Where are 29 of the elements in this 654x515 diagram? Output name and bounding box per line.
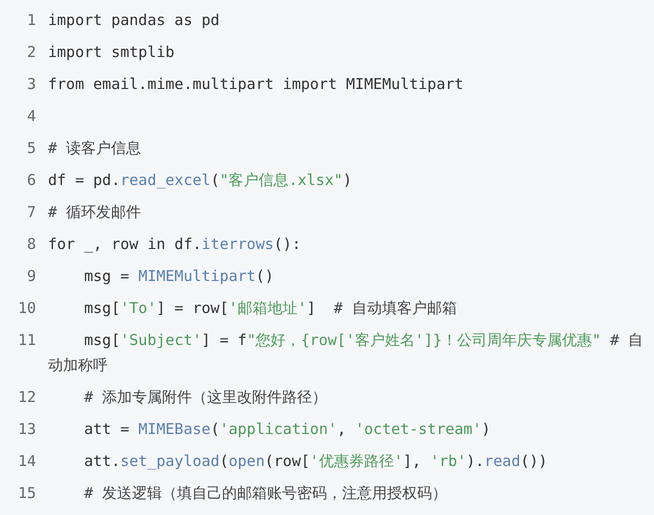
line-number: 8: [26, 234, 36, 254]
code-line: # 发送逻辑（填自己的邮箱账号密码，注意用授权码）: [83, 482, 448, 504]
line-number: 11: [16, 330, 36, 350]
line-number: 7: [26, 202, 36, 222]
code-line: att.set_payload(open(row['优惠券路径'], 'rb').read()): [83, 450, 548, 472]
line-number: 4: [26, 106, 36, 126]
code-line: msg['To'] = row['邮箱地址'] # 自动填客户邮箱: [83, 298, 458, 318]
line-number: 2: [26, 42, 36, 62]
line-number: 13: [16, 418, 36, 440]
line-number: 14: [16, 450, 36, 472]
line-number: 9: [26, 266, 36, 286]
line-number: 3: [26, 74, 36, 94]
code-line: import smtplib: [48, 42, 176, 62]
code-line: att = MIMEBase('application', 'octet-stream'): [83, 418, 492, 440]
code-line: df = pd.read_excel("客户信息.xlsx"): [48, 170, 353, 190]
code-line: msg['Subject'] = f"您好，{row['客户姓名']}！公司周年庆专属优惠" # 自动加称呼: [48, 330, 644, 376]
code-line: for _, row in df.iterrows():: [48, 234, 302, 254]
line-number: 6: [26, 170, 36, 190]
code-line: import pandas as pd: [48, 10, 221, 30]
line-number: 5: [26, 138, 36, 158]
code-line: # 添加专属附件（这里改附件路径）: [83, 386, 328, 408]
line-number: 1: [26, 10, 36, 30]
code-line: from email.mime.multipart import MIMEMultipart: [48, 74, 464, 94]
line-number: 10: [16, 298, 36, 318]
code-line: # 循环发邮件: [48, 202, 142, 222]
line-number: 12: [16, 386, 36, 408]
code-line: # 读客户信息: [48, 138, 142, 158]
line-number: 15: [16, 482, 36, 504]
code-line: msg = MIMEMultipart(): [83, 266, 275, 286]
